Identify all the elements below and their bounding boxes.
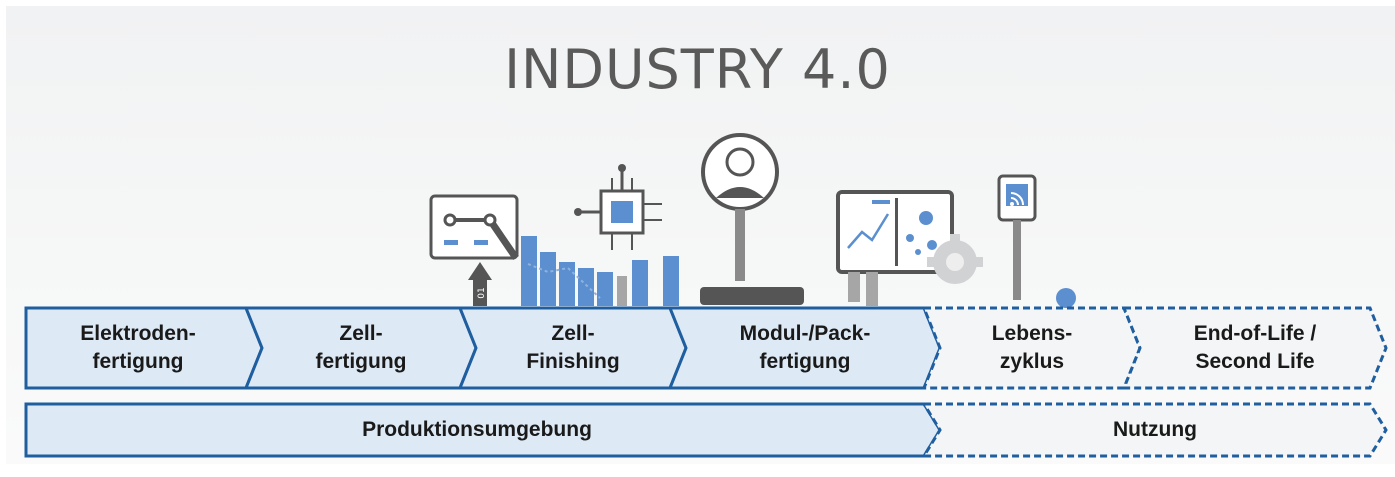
stage-line-1: Modul-/Pack-	[739, 322, 871, 345]
stage-label-modul-pack-fertigung: Modul-/Pack- fertigung	[686, 308, 924, 388]
stage-label-zell-finishing: Zell- Finishing	[476, 308, 670, 388]
user-icon	[700, 133, 804, 305]
bar-chart-icon	[521, 236, 679, 306]
page-title: INDUSTRY 4.0	[504, 38, 891, 101]
stage-label-lebenszyklus: Lebens- zyklus	[940, 308, 1124, 388]
stage-line-2: Finishing	[526, 350, 620, 373]
stage-line-1: Lebens-	[991, 322, 1073, 345]
stage-label-end-of-life: End-of-Life / Second Life	[1140, 308, 1370, 388]
stage-line-1: Zell-	[339, 322, 383, 345]
binary-label: 01	[477, 287, 487, 298]
stage-line-2: fertigung	[92, 350, 184, 373]
stage-line-1: Zell-	[551, 322, 595, 345]
phase-text: Nutzung	[1113, 418, 1197, 441]
stage-line-2: Second Life	[1195, 350, 1315, 373]
robot-arm-icon	[429, 194, 519, 260]
chip-icon	[574, 164, 662, 250]
stage-chevron-5	[1121, 306, 1388, 390]
stage-label-elektrodenfertigung: Elektroden- fertigung	[30, 308, 246, 388]
wifi-sensor-icon	[997, 174, 1076, 308]
phase-chevron-1	[921, 402, 1388, 458]
stage-line-2: zyklus	[999, 350, 1065, 373]
phase-text: Produktionsumgebung	[362, 418, 592, 441]
stage-line-2: fertigung	[315, 350, 407, 373]
stage-label-zellfertigung: Zell- fertigung	[262, 308, 460, 388]
dashboard-icon	[836, 190, 954, 306]
phase-label-produktionsumgebung: Produktionsumgebung	[30, 404, 924, 456]
phase-label-nutzung: Nutzung	[940, 404, 1370, 456]
gear-icon	[927, 234, 983, 284]
arrow-up-icon: 01	[468, 262, 492, 306]
stage-line-1: Elektroden-	[80, 322, 196, 345]
stage-line-2: fertigung	[759, 350, 851, 373]
stage-line-1: End-of-Life /	[1193, 322, 1317, 345]
